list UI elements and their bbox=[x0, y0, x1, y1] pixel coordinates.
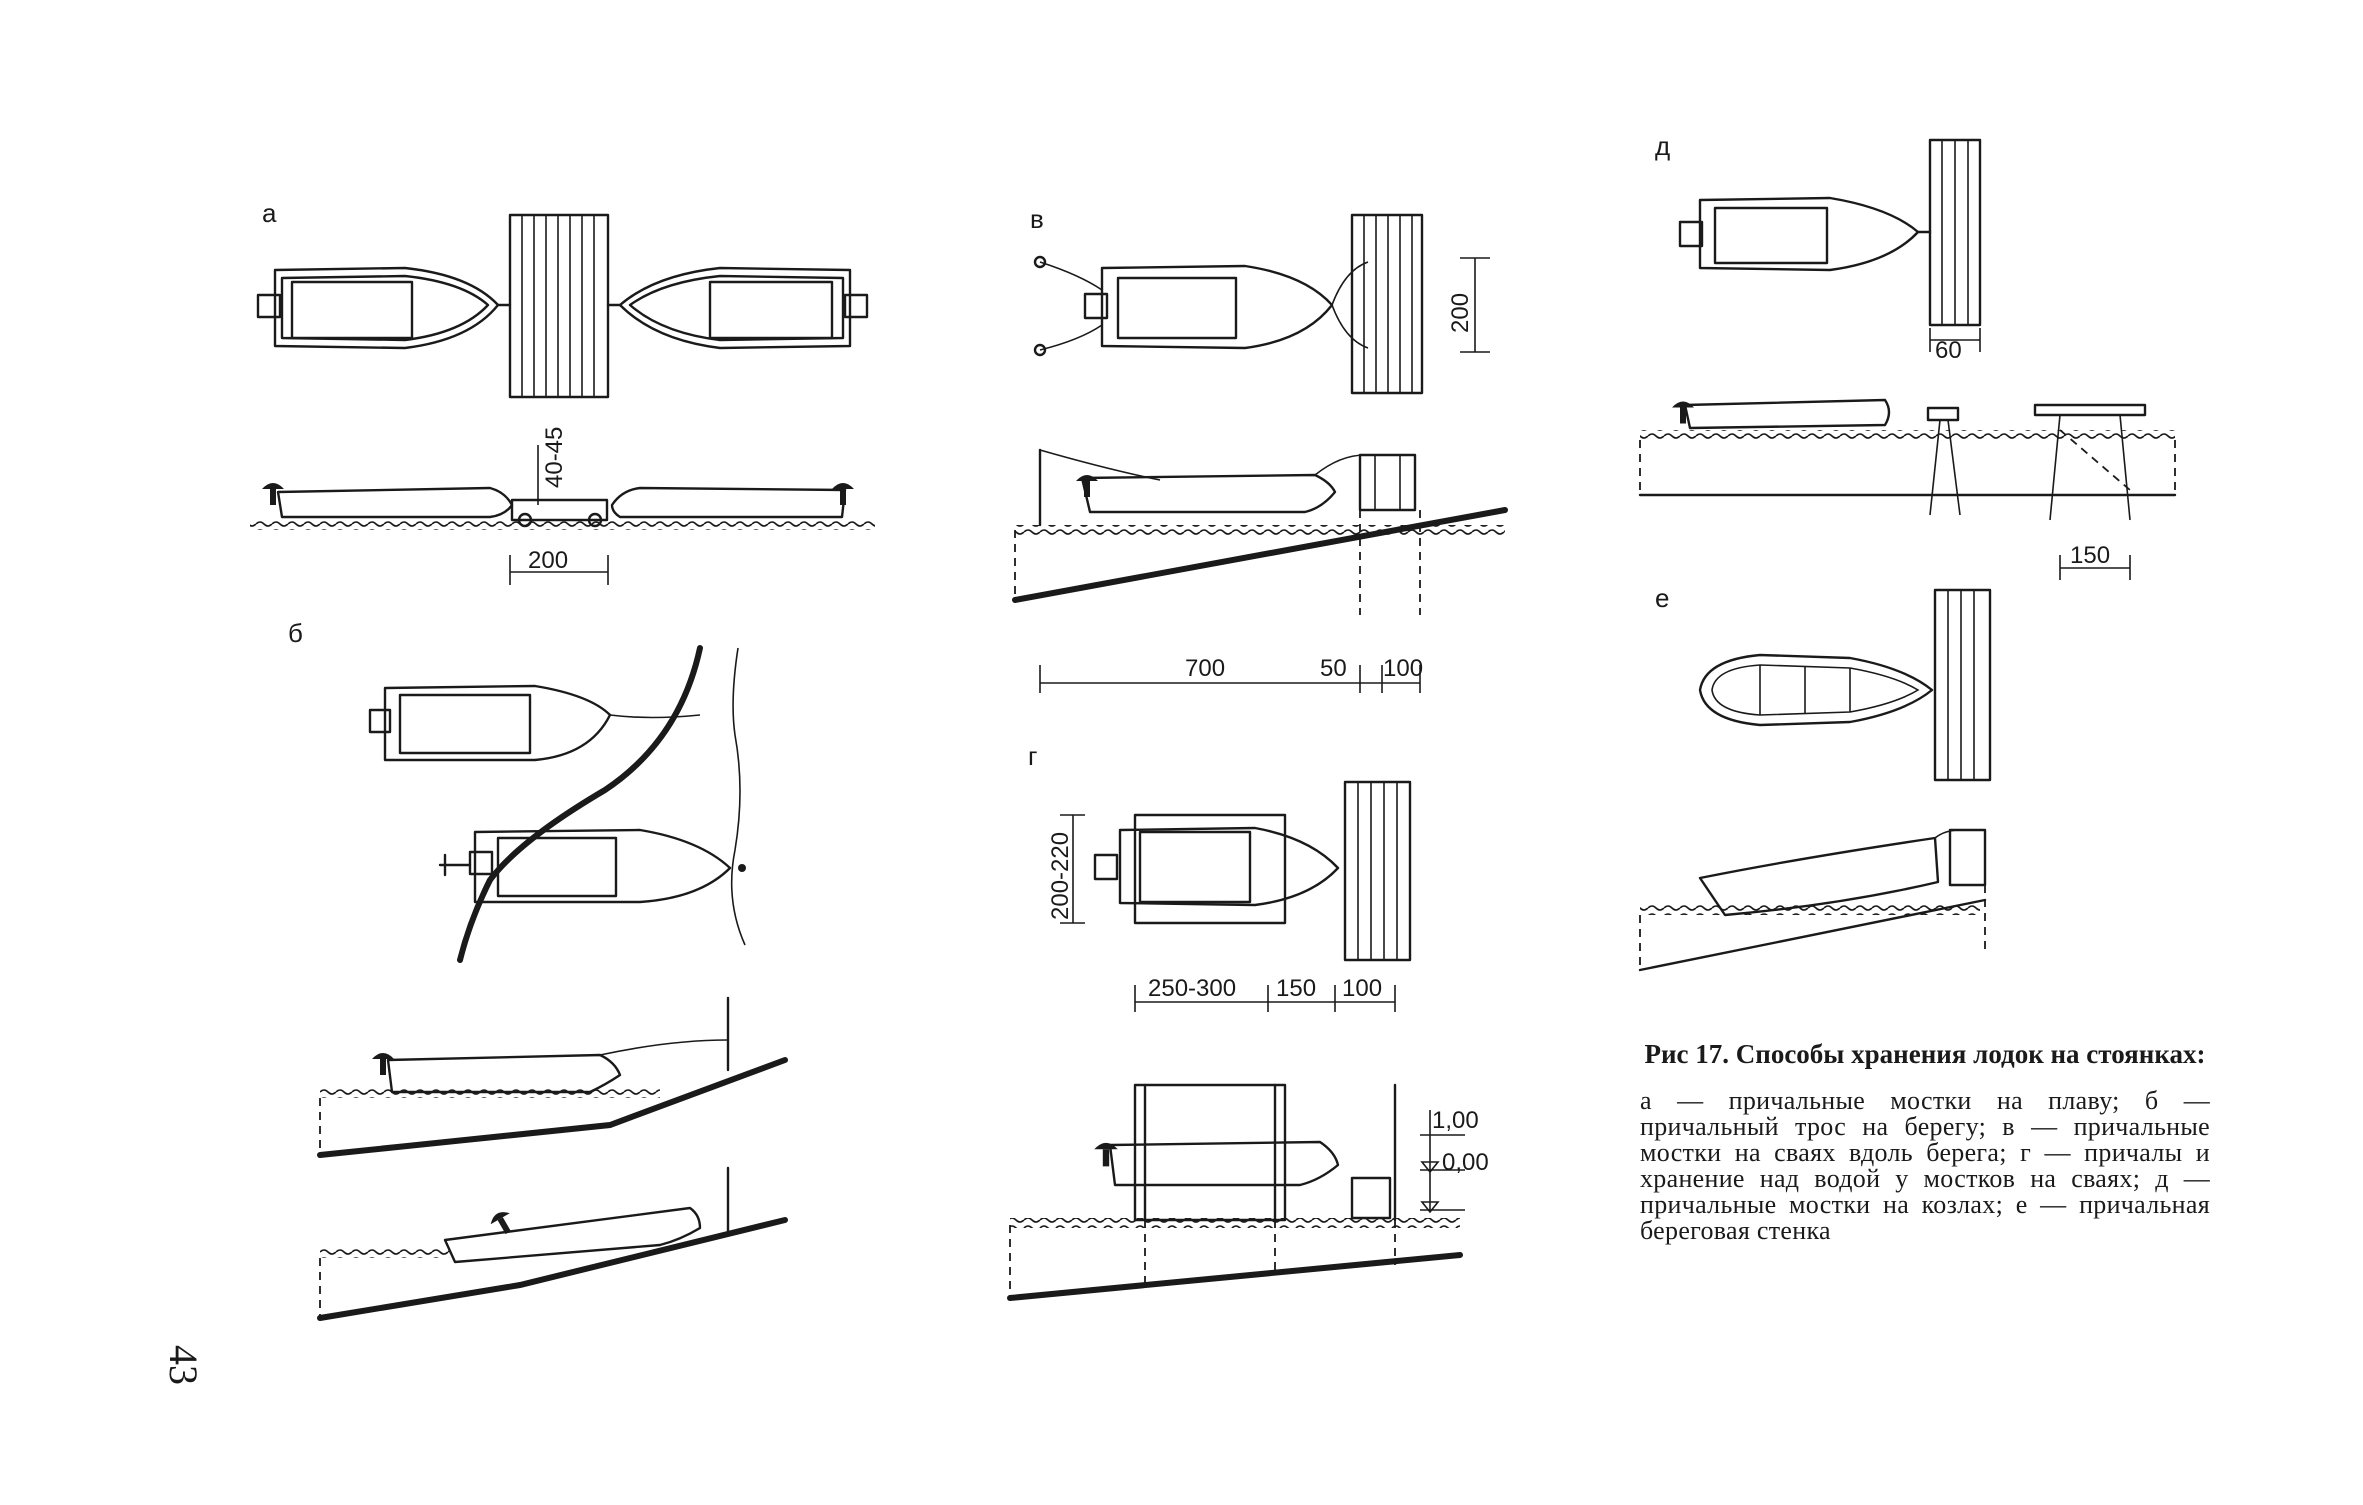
panel-d: д 60 bbox=[1638, 131, 2177, 580]
pile-pier-section bbox=[1012, 448, 1508, 615]
dim-v-height: 200 bbox=[1447, 293, 1474, 333]
panel-label-v: в bbox=[1030, 204, 1044, 234]
figure-caption: Рис 17. Способы хранения лодок на стоянк… bbox=[1640, 1040, 2210, 1244]
shore-rope-section-2 bbox=[317, 1166, 788, 1321]
lift-pier-section: 1,00 0,00 bbox=[1007, 1083, 1489, 1301]
panel-a: а bbox=[250, 198, 875, 585]
dim-v-pier: 100 bbox=[1383, 655, 1423, 682]
quay-wall-section bbox=[1638, 828, 1987, 972]
caption-body: а — причальные мостки на плаву; б — прич… bbox=[1640, 1086, 2210, 1245]
boat-plan-right bbox=[606, 266, 869, 350]
floating-pier-plan bbox=[508, 213, 610, 399]
dim-v-gap: 50 bbox=[1320, 655, 1347, 682]
shore-rope-section-1 bbox=[317, 996, 788, 1158]
boat-plan-v bbox=[1033, 255, 1369, 357]
panel-b: б bbox=[288, 618, 788, 1321]
dim-g-gap: 150 bbox=[1276, 975, 1316, 1002]
dims-g: 250-300 150 100 bbox=[1134, 975, 1396, 1012]
boat-plan-g: 200-220 bbox=[1047, 813, 1340, 925]
rowboat-plan bbox=[1698, 653, 1934, 727]
dim-g-width: 200-220 bbox=[1047, 832, 1074, 920]
panel-label-a: а bbox=[262, 198, 277, 228]
boat-plan-upper bbox=[368, 684, 701, 762]
dims-v: 700 50 100 bbox=[1039, 655, 1423, 693]
dim-a-height: 40-45 bbox=[541, 427, 568, 488]
panel-label-g: г bbox=[1028, 741, 1037, 771]
dim-d-pier: 60 bbox=[1935, 337, 1962, 364]
panel-label-d: д bbox=[1655, 131, 1670, 161]
boat-plan-d bbox=[1678, 196, 1932, 272]
page-number: 43 bbox=[161, 1345, 206, 1385]
caption-title: Рис 17. Способы хранения лодок на стоянк… bbox=[1644, 1039, 2206, 1069]
dim-g-length: 250-300 bbox=[1148, 975, 1236, 1002]
level-top: 1,00 bbox=[1432, 1107, 1479, 1134]
trestle-pier-plan bbox=[1928, 138, 1982, 327]
dim-g-pier: 100 bbox=[1342, 975, 1382, 1002]
trestle-pier-section bbox=[1638, 398, 2177, 521]
panel-label-e: е bbox=[1655, 583, 1669, 613]
panel-v: в 200 bbox=[1012, 204, 1508, 693]
quay-wall-plan bbox=[1933, 588, 1992, 782]
panel-g: г 200-220 250-300 150 100 bbox=[1007, 741, 1489, 1301]
floating-pier-section: 40-45 200 bbox=[250, 427, 875, 585]
boat-plan-lower bbox=[438, 828, 746, 904]
boat-plan-left bbox=[256, 266, 512, 350]
dim-d-span: 150 bbox=[2070, 542, 2110, 569]
panel-label-b: б bbox=[288, 618, 303, 648]
lift-pier-plan bbox=[1343, 780, 1412, 962]
pile-pier-plan bbox=[1350, 213, 1424, 395]
dim-a-width: 200 bbox=[528, 547, 568, 574]
level-water: 0,00 bbox=[1442, 1149, 1489, 1176]
dim-v-length: 700 bbox=[1185, 655, 1225, 682]
panel-e: е bbox=[1638, 583, 1992, 972]
